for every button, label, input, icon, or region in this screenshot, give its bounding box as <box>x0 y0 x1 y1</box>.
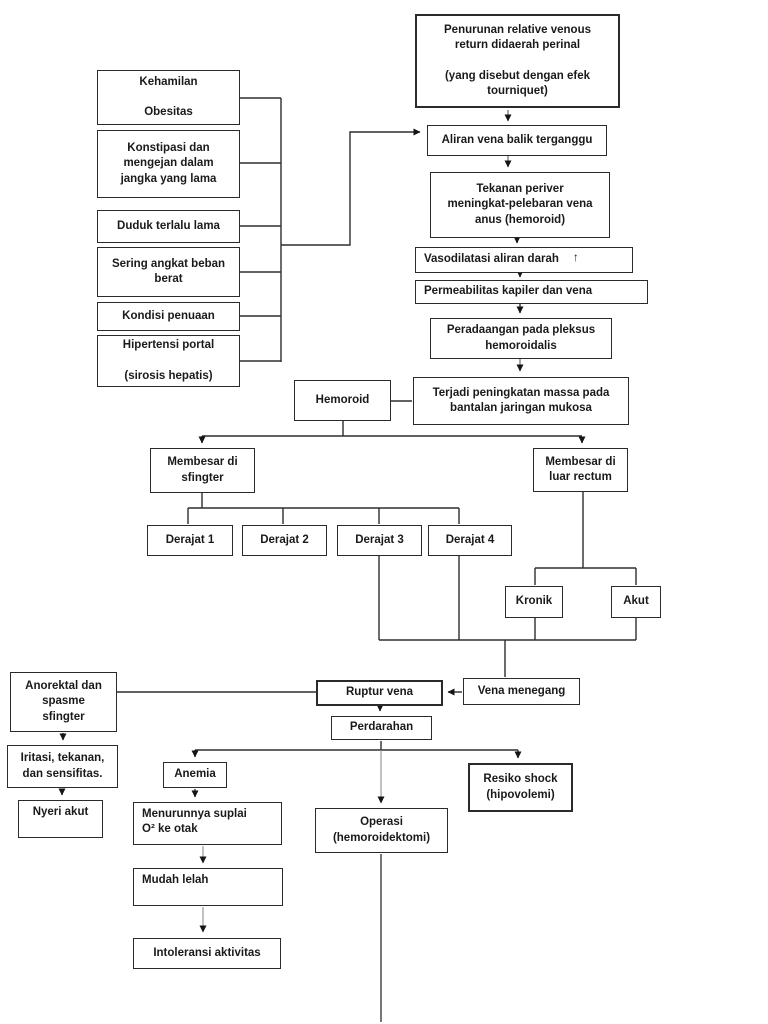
node-anorektal-spasme: Anorektal dan spasme sfingter <box>10 672 117 732</box>
node-sering-angkat-beban: Sering angkat beban berat <box>97 247 240 297</box>
node-terjadi-peningkatan-massa: Terjadi peningkatan massa pada bantalan … <box>413 377 629 425</box>
node-tekanan-periver: Tekanan periver meningkat-pelebaran vena… <box>430 172 610 238</box>
node-aliran-vena-terganggu: Aliran vena balik terganggu <box>427 125 607 156</box>
node-penurunan-tourniquet: Penurunan relative venous return didaera… <box>415 14 620 108</box>
node-menurunnya-suplai-o2: Menurunnya suplai O² ke otak <box>133 802 282 845</box>
increase-arrow-icon: ↑ <box>572 250 579 265</box>
node-resiko-shock: Resiko shock (hipovolemi) <box>468 763 573 812</box>
node-nyeri-akut: Nyeri akut <box>18 800 103 838</box>
node-hipertensi-portal: Hipertensi portal (sirosis hepatis) <box>97 335 240 387</box>
node-operasi-hemoroidektomi: Operasi (hemoroidektomi) <box>315 808 448 853</box>
node-konstipasi-mengejan: Konstipasi dan mengejan dalam jangka yan… <box>97 130 240 198</box>
node-derajat-4: Derajat 4 <box>428 525 512 556</box>
node-vasodilatasi: Vasodilatasi aliran darah ↑ <box>415 247 633 273</box>
node-hemoroid: Hemoroid <box>294 380 391 421</box>
node-permeabilitas: Permeabilitas kapiler dan vena <box>415 280 648 304</box>
node-kehamilan-obesitas: Kehamilan Obesitas <box>97 70 240 125</box>
node-mudah-lelah: Mudah lelah <box>133 868 283 906</box>
node-membesar-sfingter: Membesar di sfingter <box>150 448 255 493</box>
node-membesar-luar-rectum: Membesar di luar rectum <box>533 448 628 492</box>
vasodilatasi-label: Vasodilatasi aliran darah <box>424 253 559 266</box>
node-derajat-1: Derajat 1 <box>147 525 233 556</box>
node-derajat-2: Derajat 2 <box>242 525 327 556</box>
node-kronik: Kronik <box>505 586 563 618</box>
node-perdarahan: Perdarahan <box>331 716 432 740</box>
node-duduk-terlalu-lama: Duduk terlalu lama <box>97 210 240 243</box>
node-ruptur-vena: Ruptur vena <box>316 680 443 706</box>
node-intoleransi-aktivitas: Intoleransi aktivitas <box>133 938 281 969</box>
node-derajat-3: Derajat 3 <box>337 525 422 556</box>
node-anemia: Anemia <box>163 762 227 788</box>
node-peradangan-pleksus: Peradaangan pada pleksus hemoroidalis <box>430 318 612 359</box>
node-kondisi-penuaan: Kondisi penuaan <box>97 302 240 331</box>
node-vena-menegang: Vena menegang <box>463 678 580 705</box>
node-akut: Akut <box>611 586 661 618</box>
node-iritasi-tekanan: Iritasi, tekanan, dan sensifitas. <box>7 745 118 788</box>
